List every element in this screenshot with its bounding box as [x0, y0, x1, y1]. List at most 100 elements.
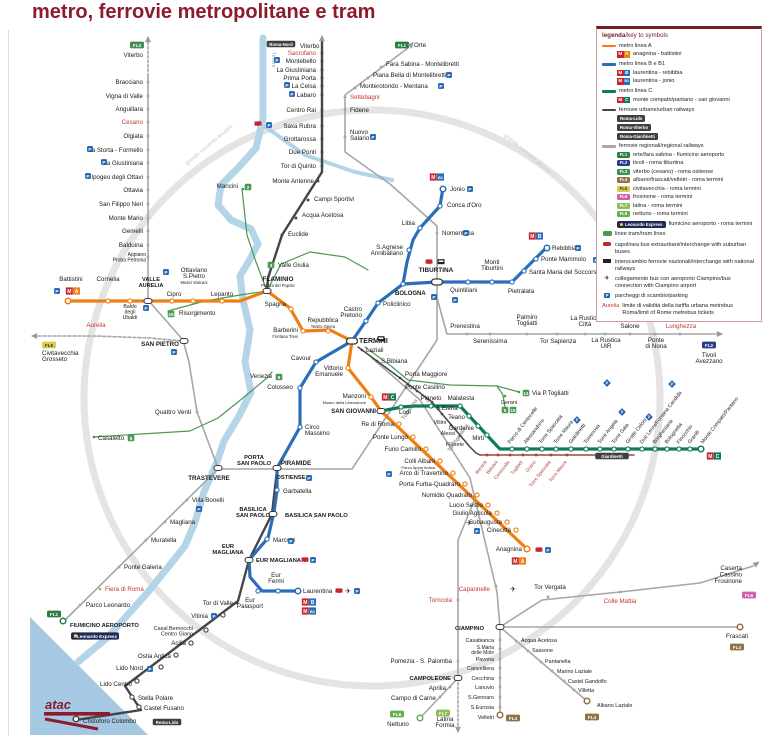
station-porta-furba — [462, 481, 468, 487]
badge-casaletto-tram: 8 — [127, 434, 135, 442]
badge-fl-text: FL5 — [45, 343, 54, 348]
atac-logo-bar — [44, 712, 110, 716]
badge-m-box — [429, 173, 437, 181]
station-bolognetta — [664, 446, 670, 452]
station-label-line-monti-tiburtini: Monti — [484, 259, 499, 266]
station-label-repubblica: Repubblica — [308, 317, 340, 324]
station-label-ponte-galeria: Ponte Galeria — [124, 564, 162, 571]
station-s-maria-mole-tick — [498, 647, 502, 651]
parking-icon-letter: P — [453, 298, 457, 304]
parking-icon-box — [452, 297, 458, 303]
station-label-line-monti-tiburtini: Tiburtini — [481, 265, 503, 272]
badge-m-letter: M — [513, 559, 517, 565]
station-monterotondo-tick — [353, 86, 357, 90]
station-label-line-latina-formia: Formia — [435, 722, 455, 729]
station-label-line-casal-bernocchi: Centro Giano — [161, 632, 193, 638]
station-label-cecchina: Cecchina — [472, 676, 494, 682]
station-alessi-dot — [449, 423, 453, 427]
station-campoleone — [453, 674, 463, 682]
badge-line-box — [437, 173, 444, 181]
station-lido-centro — [134, 678, 140, 684]
parking-icon-letter: P — [468, 187, 472, 193]
station-label-cesano: Cesano — [122, 119, 144, 126]
parking-icon-box — [143, 305, 149, 311]
station-numidio-quadrato — [474, 492, 480, 498]
station-re-di-roma — [396, 421, 402, 427]
station-label-line-valle-aurelia: VALLE — [142, 277, 160, 283]
station-castel-fusano — [136, 704, 142, 710]
station-label-line-nuovo-salario: Salario — [350, 135, 370, 142]
badge-m-letter: M — [431, 175, 435, 181]
station-label-quintiliani: Quintiliani — [450, 287, 477, 294]
station-label-barberini: Barberini — [273, 327, 298, 334]
station-label-line-eur-palasport: Eur — [245, 597, 255, 604]
train-icon — [602, 258, 612, 266]
station-torrenova — [583, 446, 589, 452]
badge-gerani-tram-5: 5 — [501, 406, 509, 414]
station-tor-vergata-tick — [546, 595, 550, 599]
station-label-ipogeo: Ipogeo degli Ottavi — [91, 174, 143, 181]
station-label-gemelli: Gemelli — [122, 228, 143, 235]
badge-m-box — [301, 607, 309, 615]
station-label-villa-bonelli: Villa Bonelli — [192, 497, 224, 504]
station-monte-antenne-tick — [316, 179, 320, 183]
tram-number-text: 8 — [130, 436, 133, 441]
badge-fl5-badge: FL5 — [42, 341, 56, 349]
arrow-fl2-arrow — [716, 331, 724, 337]
station-label-line-porta-san-paolo: SAN PAOLO — [237, 461, 272, 467]
parking-icon-letter: P — [164, 270, 168, 276]
station-label-s-bibiana: S.Bibiana — [381, 358, 408, 365]
legend-leonardo-text: Leonardo Express — [625, 222, 663, 228]
parking-icon-box — [467, 186, 473, 192]
station-label-malatesta: Malatesta — [448, 395, 475, 402]
station-tor-sapienza-tick — [555, 332, 559, 336]
station-flaminio — [262, 287, 272, 295]
parking-icon-letter: P — [311, 558, 315, 564]
station-lodi — [398, 404, 404, 410]
legend-fl-badge-fl2: FL2 — [617, 160, 630, 167]
badge-monterotondo-p: P — [438, 83, 444, 90]
station-label-capannelle: Capannelle — [459, 586, 491, 593]
bus-icon-shape — [603, 241, 611, 247]
line-tram-east — [364, 346, 506, 408]
station-label-termini: TERMINI — [359, 338, 388, 345]
station-label-line-la-rustica-citta: Città — [579, 321, 592, 328]
station-lunghezza-tick — [678, 332, 682, 336]
station-label-ottavia: Ottavia — [123, 187, 143, 194]
badge-fl-text: FL1 — [398, 43, 407, 48]
laurentina-bus-icon — [335, 588, 343, 594]
station-stella-polare — [129, 694, 135, 700]
badge-m-box — [65, 287, 73, 295]
station-label-arco-di-travertino: Arco di Travertino — [400, 470, 449, 477]
line-river-aniene — [261, 123, 394, 182]
badge-ipogeo-p: P — [85, 173, 91, 180]
station-barberini — [300, 328, 306, 334]
station-label-lodi: Lodi — [399, 409, 411, 416]
parking-icon-letter: P — [148, 667, 152, 673]
line-fl4-albano — [499, 626, 588, 702]
station-label-fontana-trevi: Fontana Trevi — [272, 334, 298, 339]
station-cecchina-tick — [498, 676, 502, 680]
station-ottaviano — [190, 298, 196, 304]
station-casal-bernocchi — [203, 627, 209, 633]
badge-fl-text: FL4 — [509, 716, 518, 721]
station-casaletto-dot — [92, 435, 96, 439]
badge-line-letter: B1 — [310, 609, 316, 614]
badge-m-letter: M — [383, 395, 387, 401]
legend-line-sample-regional — [602, 145, 616, 148]
station-label-stella-polare: Stella Polare — [138, 695, 174, 702]
legend-metro-route-text: monte compatri/pantano - san giovanni — [633, 96, 730, 103]
station-la-rustica-uir-tick — [603, 332, 607, 336]
station-label-jonio: Jonio — [450, 186, 465, 193]
badge-m-box — [511, 557, 519, 565]
station-label-salone: Salone — [620, 323, 640, 330]
station-conca-doro — [437, 203, 443, 209]
station-label-line-circo-massimo: Massimo — [305, 430, 330, 437]
legend-title: legenda/key to symbols — [602, 32, 757, 40]
